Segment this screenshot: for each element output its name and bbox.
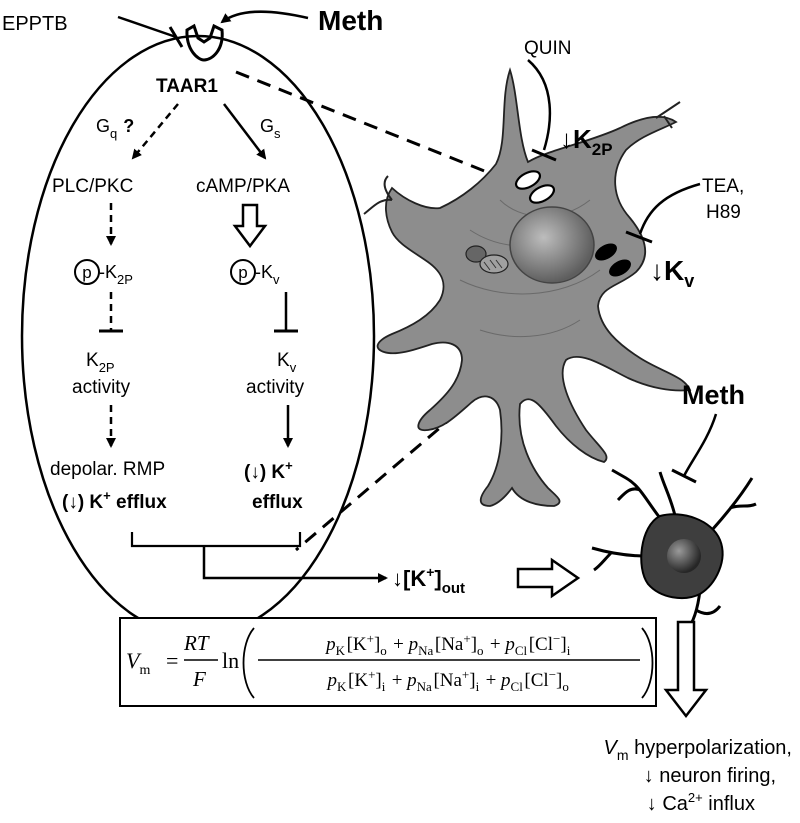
kv-channel-2 [609, 259, 631, 277]
astrocyte-cell-illustration [363, 67, 692, 507]
kout-label: ↓[K+]out [392, 564, 465, 597]
outcome-line-2: ↓ neuron firing, [644, 765, 776, 787]
outcome-bracket [130, 532, 302, 548]
tea-inhibit-line [638, 182, 701, 235]
zoom-line-upper [235, 70, 513, 184]
kout-to-neuron-hollow-arrow [516, 557, 581, 599]
taar1-to-camp-arrow [223, 103, 267, 160]
right-k-label: (↓) K+ [244, 458, 293, 483]
camp-pka-label: cAMP/PKA [196, 176, 290, 197]
taar1-label: TAAR1 [156, 76, 218, 97]
phospho-k2p-circle [74, 259, 100, 285]
epptb-label: EPPTB [2, 13, 68, 35]
outcome-line-1: Vm hyperpolarization, [604, 737, 792, 763]
phospho-k2p-label: -K2P [99, 262, 133, 287]
quin-inhibit-line [527, 59, 552, 151]
k2p-activity-symbol: K2P [86, 350, 115, 375]
eq-vm: Vm [126, 648, 150, 678]
quin-inhibit-bar [531, 148, 557, 162]
eq-denominator: pK [K+]i + pNa [Na+]i + pCl [Cl−]o [326, 667, 571, 694]
taar1-to-plc-arrow [131, 103, 179, 160]
camp-to-pkv-hollow-arrow [232, 203, 268, 249]
neuron-illustration [591, 468, 757, 633]
eq-equals: = [166, 648, 178, 673]
k2p-channel-1 [514, 170, 542, 190]
kv-activity-symbol: Kv [277, 350, 297, 375]
gq-label: Gq? [96, 116, 134, 141]
eq-numerator: pK [K+]o + pNa [Na+]o + pCl [Cl−]i [324, 631, 572, 658]
gs-label: Gs [260, 116, 281, 141]
eq-f: F [192, 667, 206, 691]
phospho-kv-label: -Kv [255, 262, 280, 287]
goldman-equation-box [119, 617, 657, 707]
depolar-rmp-label: depolar. RMP [50, 459, 165, 480]
meth-neuron-label: Meth [682, 380, 745, 410]
k2p-down-label: ↓K2P [560, 124, 613, 159]
right-efflux-label: efflux [252, 492, 303, 513]
phospho-kv-p: p [238, 263, 247, 282]
meth-neuron-inhibit-bar [671, 468, 697, 484]
k2p-channel-2 [528, 184, 556, 204]
phospho-kv-circle [230, 259, 256, 285]
neuron-to-outcome-hollow-arrow [663, 620, 709, 719]
taar1-receptor-icon [185, 23, 224, 62]
plc-pkc-label: PLC/PKC [52, 176, 133, 197]
tea-inhibit-bar [625, 230, 653, 244]
epptb-inhibit-line [117, 15, 177, 39]
eq-rt: RT [183, 631, 210, 655]
meth-neuron-inhibit-line [682, 413, 718, 477]
efflux-to-kout-arrow [202, 546, 388, 583]
epptb-inhibit-bar [168, 26, 184, 48]
outcome-line-3: ↓ Ca2+ influx [647, 790, 755, 815]
meth-to-receptor-arrow [220, 10, 309, 24]
meth-top-label: Meth [318, 5, 383, 36]
phospho-k2p-p: p [82, 263, 91, 282]
kv-channel-1 [595, 243, 617, 261]
kv-activity-label: activity [246, 377, 305, 398]
tea-label: TEA, [702, 176, 744, 197]
left-k-efflux-label: (↓) K+ efflux [62, 488, 167, 513]
kv-down-label: ↓Kv [650, 255, 694, 291]
quin-label: QUIN [524, 38, 572, 59]
k2p-activity-label: activity [72, 377, 131, 398]
goldman-equation: Vm = RT F ln pK [K+]o + pNa [Na+]o + pCl… [126, 627, 654, 699]
h89-label: H89 [706, 202, 741, 223]
eq-ln: ln [222, 648, 239, 673]
